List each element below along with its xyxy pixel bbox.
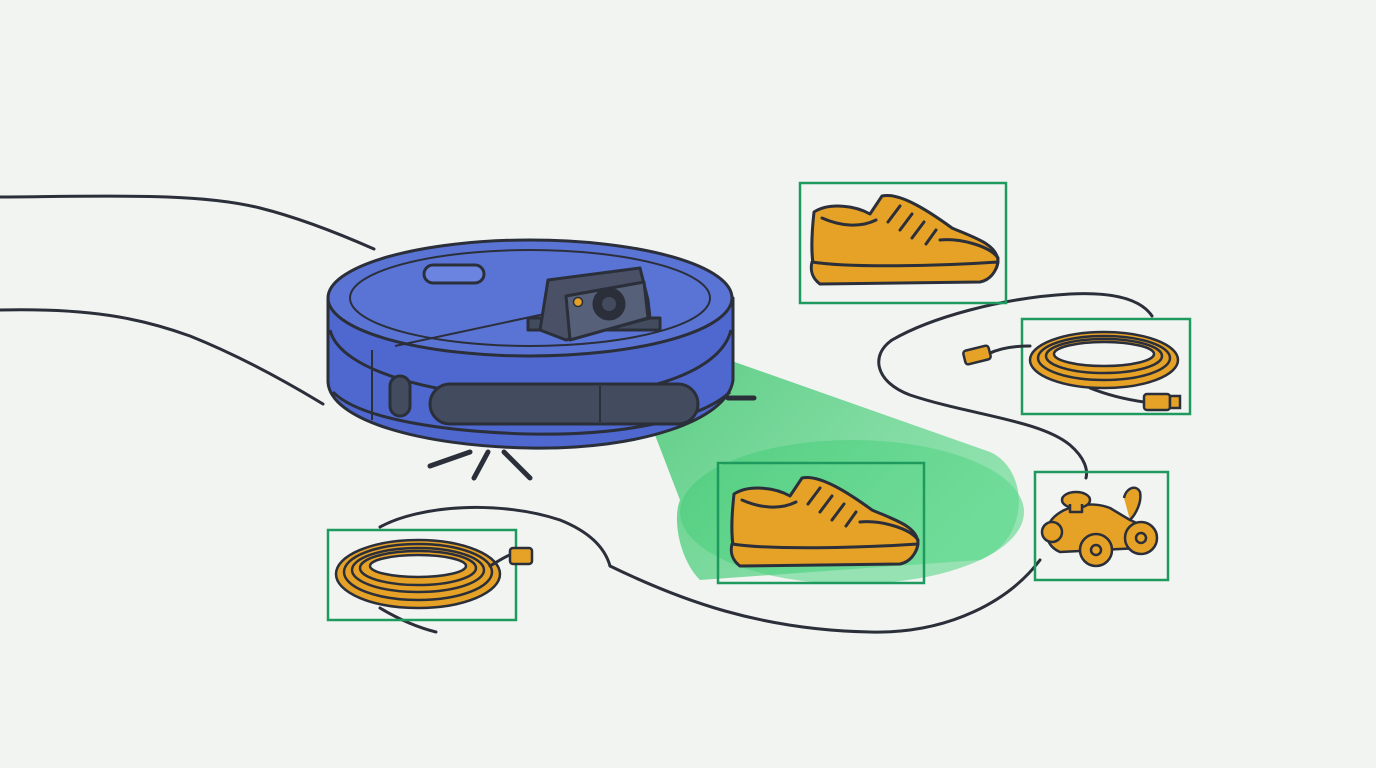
- cable-plug-left: [962, 344, 992, 366]
- toy-wheel-back-hub: [1134, 531, 1148, 545]
- sneaker-icon: [729, 475, 920, 568]
- robot-top-surface: [326, 238, 734, 358]
- path-line-cable-loop-left: [378, 505, 612, 568]
- cable-coil-3: [350, 546, 486, 594]
- detection-cable-left: [326, 528, 534, 622]
- camera-icon: [526, 266, 662, 342]
- toy-car-icon: [1040, 486, 1159, 568]
- robot-vacuum-icon: [326, 238, 757, 481]
- shoe-collar: [740, 498, 798, 509]
- shoe-laces: [886, 204, 938, 246]
- robot-top-button: [422, 263, 486, 285]
- detection-cable-right: [962, 317, 1192, 416]
- toy-knob-stem: [1068, 504, 1084, 514]
- side-brush-left: [427, 449, 473, 469]
- floor-path-lines: [0, 194, 1154, 634]
- cable-tail-bottom: [1088, 386, 1146, 404]
- shoe-sole: [809, 260, 1000, 286]
- cable-coil-2: [342, 542, 494, 602]
- coiled-cable-icon: [962, 330, 1182, 412]
- shoe-toe-cap: [938, 238, 1000, 260]
- path-line-top-left: [0, 194, 376, 251]
- toy-tail: [1122, 486, 1142, 521]
- detection-shoe-top: [798, 181, 1008, 305]
- cable-coil-inner: [1052, 340, 1156, 368]
- cable-coil-inner: [368, 553, 468, 579]
- detection-box: [798, 181, 1008, 305]
- detection-box: [1020, 317, 1192, 416]
- side-brush-mid: [471, 449, 491, 481]
- cable-coil-2: [1036, 334, 1172, 382]
- camera-indicator: [572, 296, 584, 308]
- path-line-bottom: [608, 558, 1042, 634]
- detection-box: [326, 528, 518, 622]
- camera-lens-inner: [600, 295, 618, 313]
- robot-front-window: [428, 382, 700, 426]
- side-brush-right: [501, 449, 533, 481]
- cable-plug-right-tip: [1168, 394, 1182, 410]
- cable-coil-4: [358, 549, 478, 587]
- robot-status-light: [388, 374, 412, 418]
- cable-plug: [508, 546, 534, 566]
- path-line-under-cable: [378, 606, 438, 634]
- coiled-cable-icon: [334, 538, 534, 610]
- path-line-right-loop: [877, 292, 1154, 480]
- shoe-toe-cap: [858, 520, 920, 542]
- detection-toy: [1033, 470, 1170, 582]
- detection-shoe-in-view: [716, 461, 926, 585]
- cable-coil-3: [1044, 337, 1164, 375]
- path-line-mid-left: [0, 308, 325, 406]
- sneaker-icon: [809, 193, 1000, 286]
- shoe-collar: [820, 216, 878, 227]
- toy-wheel-front-hub: [1089, 543, 1103, 557]
- toy-wheel-nose: [1040, 520, 1064, 544]
- cable-plug-right: [1142, 392, 1172, 412]
- robot-top-inner: [349, 249, 711, 347]
- shoe-sole: [729, 542, 920, 568]
- detection-box: [1033, 470, 1170, 582]
- detection-box: [716, 461, 926, 585]
- shoe-laces: [806, 486, 858, 528]
